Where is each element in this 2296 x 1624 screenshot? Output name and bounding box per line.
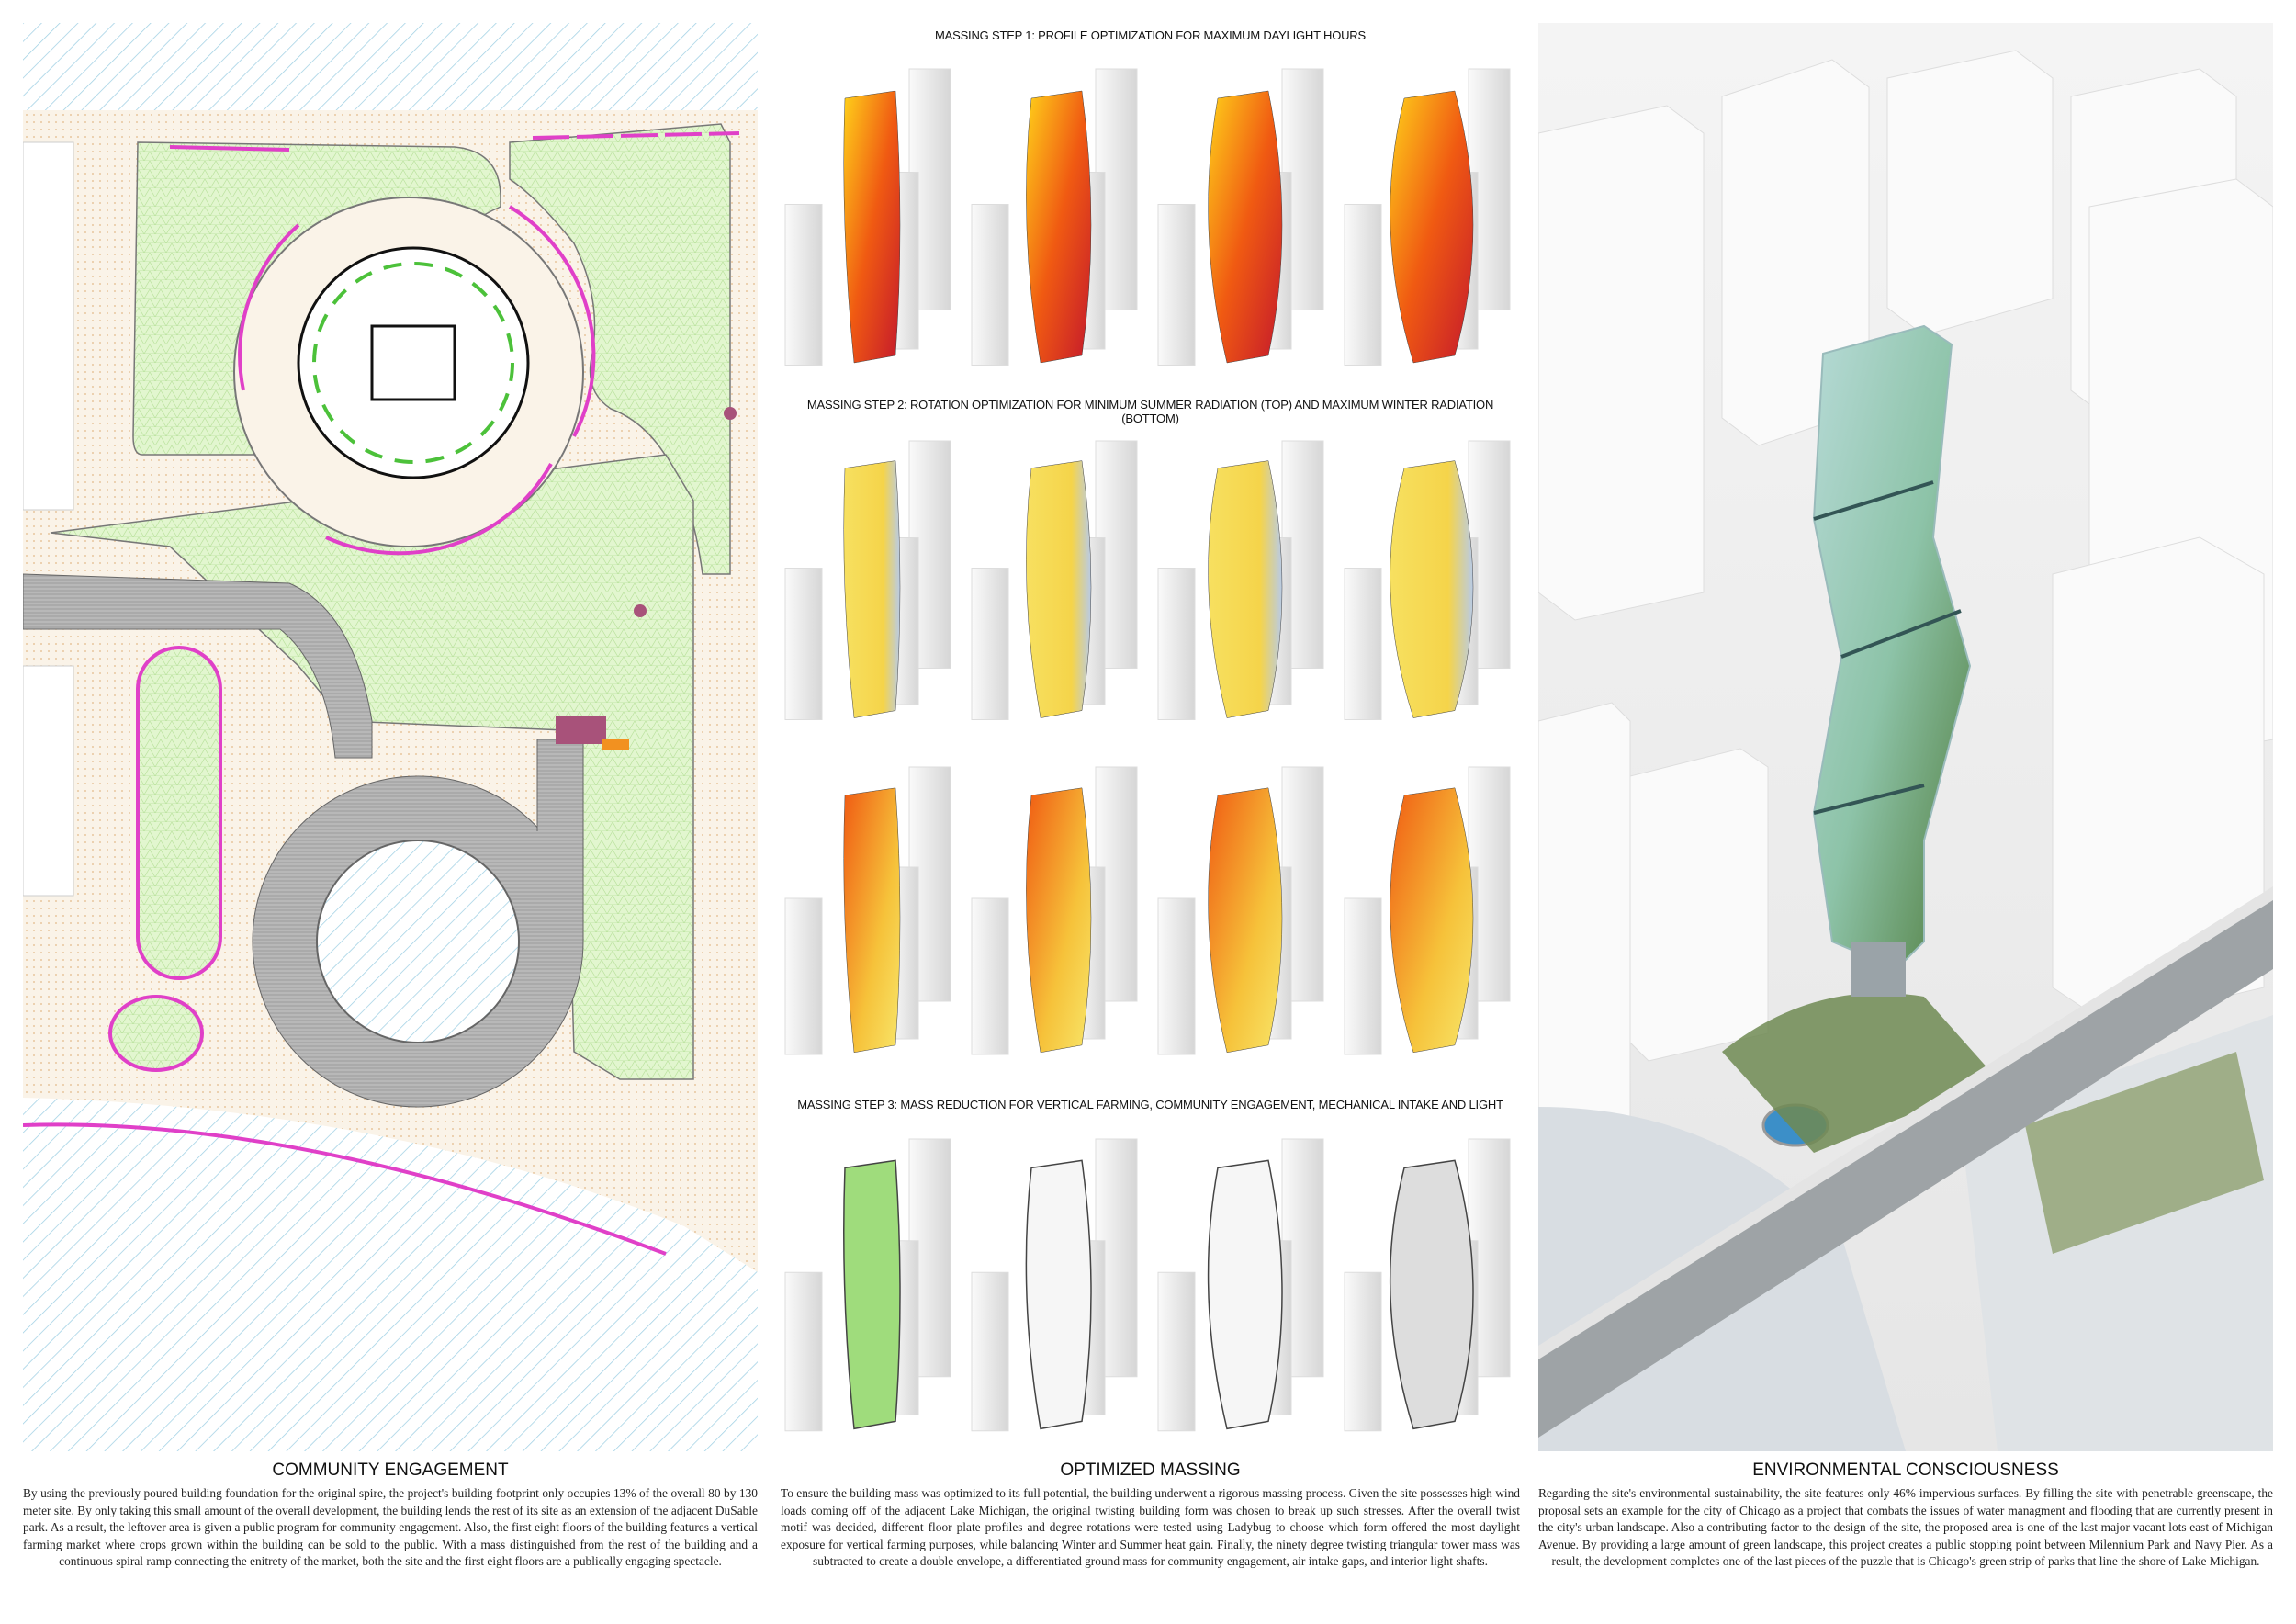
step2-winter-study-1 [784, 766, 951, 1055]
community-engagement-heading: COMMUNITY ENGAGEMENT [272, 1460, 509, 1480]
step2-winter-study-4 [1344, 766, 1511, 1055]
tower-mass [1025, 1159, 1092, 1430]
step2-summer-study-2 [971, 440, 1138, 720]
tower-mass [1390, 787, 1474, 1054]
step1-study-3 [1157, 68, 1324, 366]
tower-mass [1389, 1159, 1474, 1430]
step2-winter-study-3 [1157, 766, 1324, 1055]
environmental-consciousness-text: Regarding the site's environmental susta… [1538, 1486, 2273, 1569]
tower-mass [843, 1159, 901, 1430]
tower-mass [1026, 787, 1092, 1054]
step3-study-4 [1344, 1138, 1511, 1432]
park-pier [2025, 1052, 2264, 1254]
step3-study-3 [1157, 1138, 1324, 1432]
optimized-massing-heading: OPTIMIZED MASSING [1060, 1460, 1241, 1480]
tower-mass [1026, 90, 1092, 364]
tower-mass [1390, 90, 1474, 364]
water-lake [23, 1098, 758, 1451]
tower-mass [1390, 460, 1474, 718]
step2-winter-study-2 [971, 766, 1138, 1055]
tower-footprint [297, 246, 530, 479]
community-engagement-text: By using the previously poured building … [23, 1486, 758, 1569]
massing-studies: MASSING STEP 1: PROFILE OPTIMIZATION FOR… [781, 23, 1520, 1451]
step2-summer-study-4 [1344, 440, 1511, 720]
step1-study-4 [1344, 68, 1511, 366]
site-plan [23, 23, 758, 1451]
step2-title: MASSING STEP 2: ROTATION OPTIMIZATION FO… [806, 398, 1494, 425]
tower-mass [843, 460, 901, 718]
tower-mass [843, 787, 901, 1054]
step1-study-1 [784, 68, 951, 366]
water-top [23, 23, 758, 110]
step3-title: MASSING STEP 3: MASS REDUCTION FOR VERTI… [797, 1098, 1503, 1111]
tower-mass [1207, 1159, 1283, 1430]
aerial-rendering [1538, 23, 2273, 1451]
tower-mass [1208, 787, 1283, 1054]
optimized-massing-text: To ensure the building mass was optimize… [781, 1486, 1520, 1569]
step1-title: MASSING STEP 1: PROFILE OPTIMIZATION FOR… [935, 28, 1366, 42]
tower-mass [1026, 460, 1092, 718]
step2-summer-study-3 [1157, 440, 1324, 720]
step2-summer-study-1 [784, 440, 951, 720]
step3-study-1 [784, 1138, 951, 1432]
step1-study-2 [971, 68, 1138, 366]
tower-mass [1208, 460, 1283, 718]
environmental-consciousness-heading: ENVIRONMENTAL CONSCIOUSNESS [1752, 1460, 2059, 1480]
tower-mass [843, 90, 901, 364]
tower-mass [1208, 90, 1283, 364]
step3-study-2 [971, 1138, 1138, 1432]
highway [1538, 896, 2273, 1438]
